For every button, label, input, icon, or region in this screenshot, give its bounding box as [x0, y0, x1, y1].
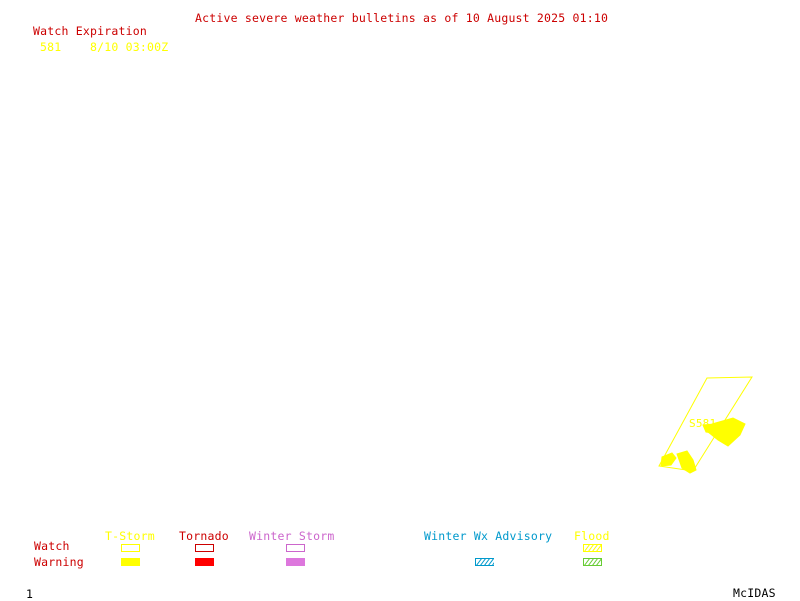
- warning-area[interactable]: [702, 423, 715, 434]
- watch-expiration-header: Watch Expiration: [33, 24, 147, 38]
- legend-category-flood: Flood: [574, 529, 610, 543]
- winter-storm-warning-swatch: [286, 558, 305, 566]
- tornado-warning-swatch: [195, 558, 214, 566]
- tstorm-warning-swatch: [121, 558, 140, 566]
- legend-category-winter-wx-advisory: Winter Wx Advisory: [424, 529, 553, 543]
- page-number: 1: [26, 587, 34, 601]
- legend-category-tstorm: T-Storm: [105, 529, 155, 543]
- legend-category-tornado: Tornado: [179, 529, 229, 543]
- tornado-watch-swatch: [195, 544, 214, 552]
- flood-warning-swatch: [583, 558, 602, 566]
- legend-row-warning: Warning: [34, 555, 84, 569]
- warning-area[interactable]: [660, 452, 677, 467]
- watch-number: 581: [40, 40, 62, 54]
- legend-row-watch: Watch: [34, 539, 70, 553]
- brand-label: McIDAS: [733, 586, 776, 600]
- legend-category-winter-storm: Winter Storm: [249, 529, 335, 543]
- winter-storm-watch-swatch: [286, 544, 305, 552]
- flood-watch-swatch: [583, 544, 602, 552]
- warning-area[interactable]: [676, 450, 697, 474]
- winter-wx-advisory-warning-swatch: [475, 558, 494, 566]
- tstorm-watch-swatch: [121, 544, 140, 552]
- bulletin-title: Active severe weather bulletins as of 10…: [195, 11, 609, 25]
- warning-area[interactable]: [707, 417, 746, 447]
- watch-box-label: S581: [689, 417, 716, 430]
- watch-expiration-time: 8/10 03:00Z: [90, 40, 169, 54]
